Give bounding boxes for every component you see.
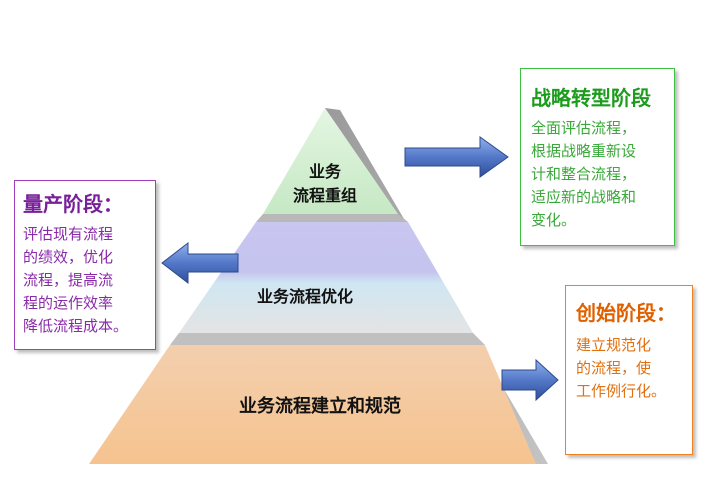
startup-stage-title: 创始阶段： xyxy=(576,301,676,325)
startup-stage-description: 建立规范化 的流程，使 工作例行化。 xyxy=(576,336,667,400)
arrow-to-startup xyxy=(501,358,559,402)
pyramid-top-ledge xyxy=(256,214,408,222)
strategy-stage-title: 战略转型阶段 xyxy=(531,86,651,110)
pyramid-middle-ledge xyxy=(170,333,485,345)
arrow-to-mass-production xyxy=(161,241,239,285)
startup-stage-box: 创始阶段： 建立规范化 的流程，使 工作例行化。 xyxy=(565,285,693,455)
mass-production-stage-box: 量产阶段： 评估现有流程 的绩效，优化 流程，提高流 程的运作效率 降低流程成本… xyxy=(14,180,156,350)
pyramid-bottom-layer xyxy=(89,345,536,464)
mass-production-stage-title: 量产阶段： xyxy=(23,192,123,216)
mass-production-stage-description: 评估现有流程 的绩效，优化 流程，提高流 程的运作效率 降低流程成本。 xyxy=(23,225,129,335)
pyramid-top-layer xyxy=(263,108,398,214)
strategy-stage-description: 全面评估流程， 根据战略重新设 计和整合流程， 适应新的战略和 变化。 xyxy=(531,119,637,229)
pyramid-middle-label: 业务流程优化 xyxy=(256,287,353,306)
pyramid-top-label: 业务 流程重组 xyxy=(292,162,357,205)
strategy-stage-box: 战略转型阶段 全面评估流程， 根据战略重新设 计和整合流程， 适应新的战略和 变… xyxy=(520,68,675,246)
arrow-to-strategy xyxy=(404,136,509,178)
pyramid-middle-layer xyxy=(179,222,473,333)
pyramid-bottom-label: 业务流程建立和规范 xyxy=(239,396,401,417)
